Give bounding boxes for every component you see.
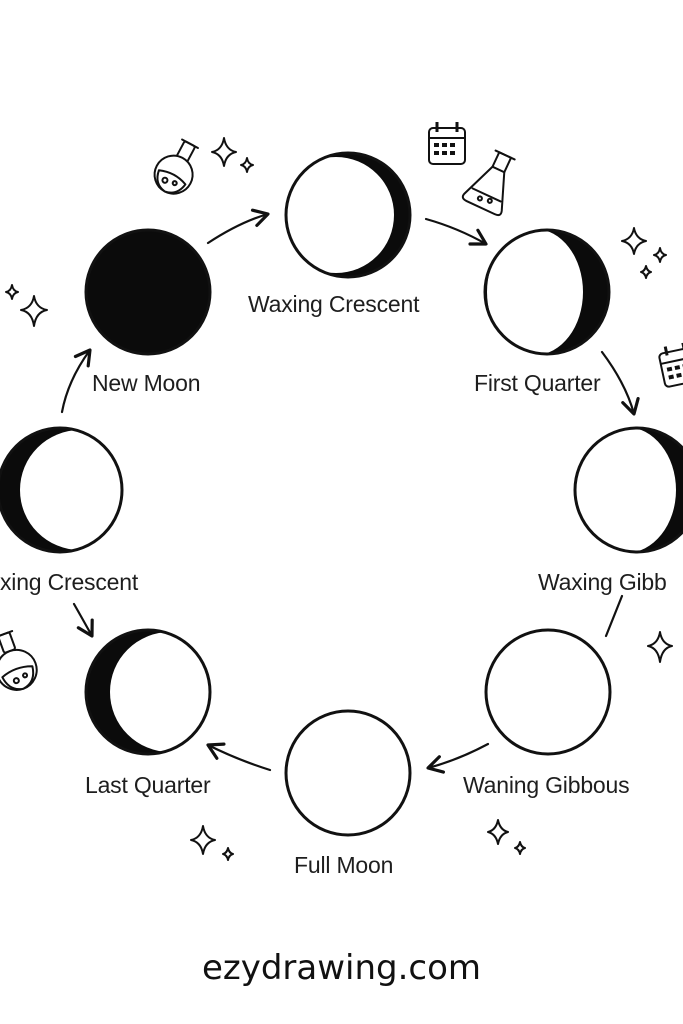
label-full-moon: Full Moon [294,852,394,878]
calendar-icon [428,122,466,165]
label-new-moon: New Moon [92,370,201,396]
sparkle-icon [211,137,237,167]
label-left-crescent: xing Crescent [0,569,139,595]
label-waxing-crescent: Waxing Crescent [248,291,420,317]
sparkle-icon [20,295,48,327]
sparkle-icon [222,847,234,861]
sparkle-icon [653,247,667,263]
arrow-icon [206,742,272,772]
moon-waxing-gibbous [573,426,683,554]
arrow-icon [426,742,490,774]
moon-full-moon [284,709,412,837]
sparkle-icon [487,819,509,845]
flask-icon [153,138,199,195]
calendar-icon [658,342,683,388]
sparkle-icon [640,265,652,279]
sparkle-icon [5,284,19,300]
site-footer: ezydrawing.com [201,948,482,988]
flask-icon [0,630,38,691]
arrow-icon [206,208,270,245]
moon-waning-gibbous [484,628,612,756]
label-last-quarter: Last Quarter [85,772,211,798]
moon-new-moon [84,228,212,356]
label-waxing-gibbous: Waxing Gibb [538,569,667,595]
arrow-icon [424,217,488,246]
sparkle-icon [240,157,254,173]
sparkle-icon [647,631,673,663]
sparkle-icon [514,841,526,855]
moon-left-crescent [0,426,124,554]
arrow-icon [600,350,640,416]
sparkle-icon [190,825,216,855]
moon-last-quarter [84,628,212,756]
moon-first-quarter [483,228,611,356]
arrow-icon [72,602,94,638]
arrow-icon [60,348,92,414]
moon-waxing-crescent [284,151,412,279]
beaker-icon [461,149,516,217]
sparkle-icon [621,227,647,255]
label-first-quarter: First Quarter [474,370,601,396]
arrow-icon [604,594,624,638]
label-waning-gibbous: Waning Gibbous [463,772,630,798]
